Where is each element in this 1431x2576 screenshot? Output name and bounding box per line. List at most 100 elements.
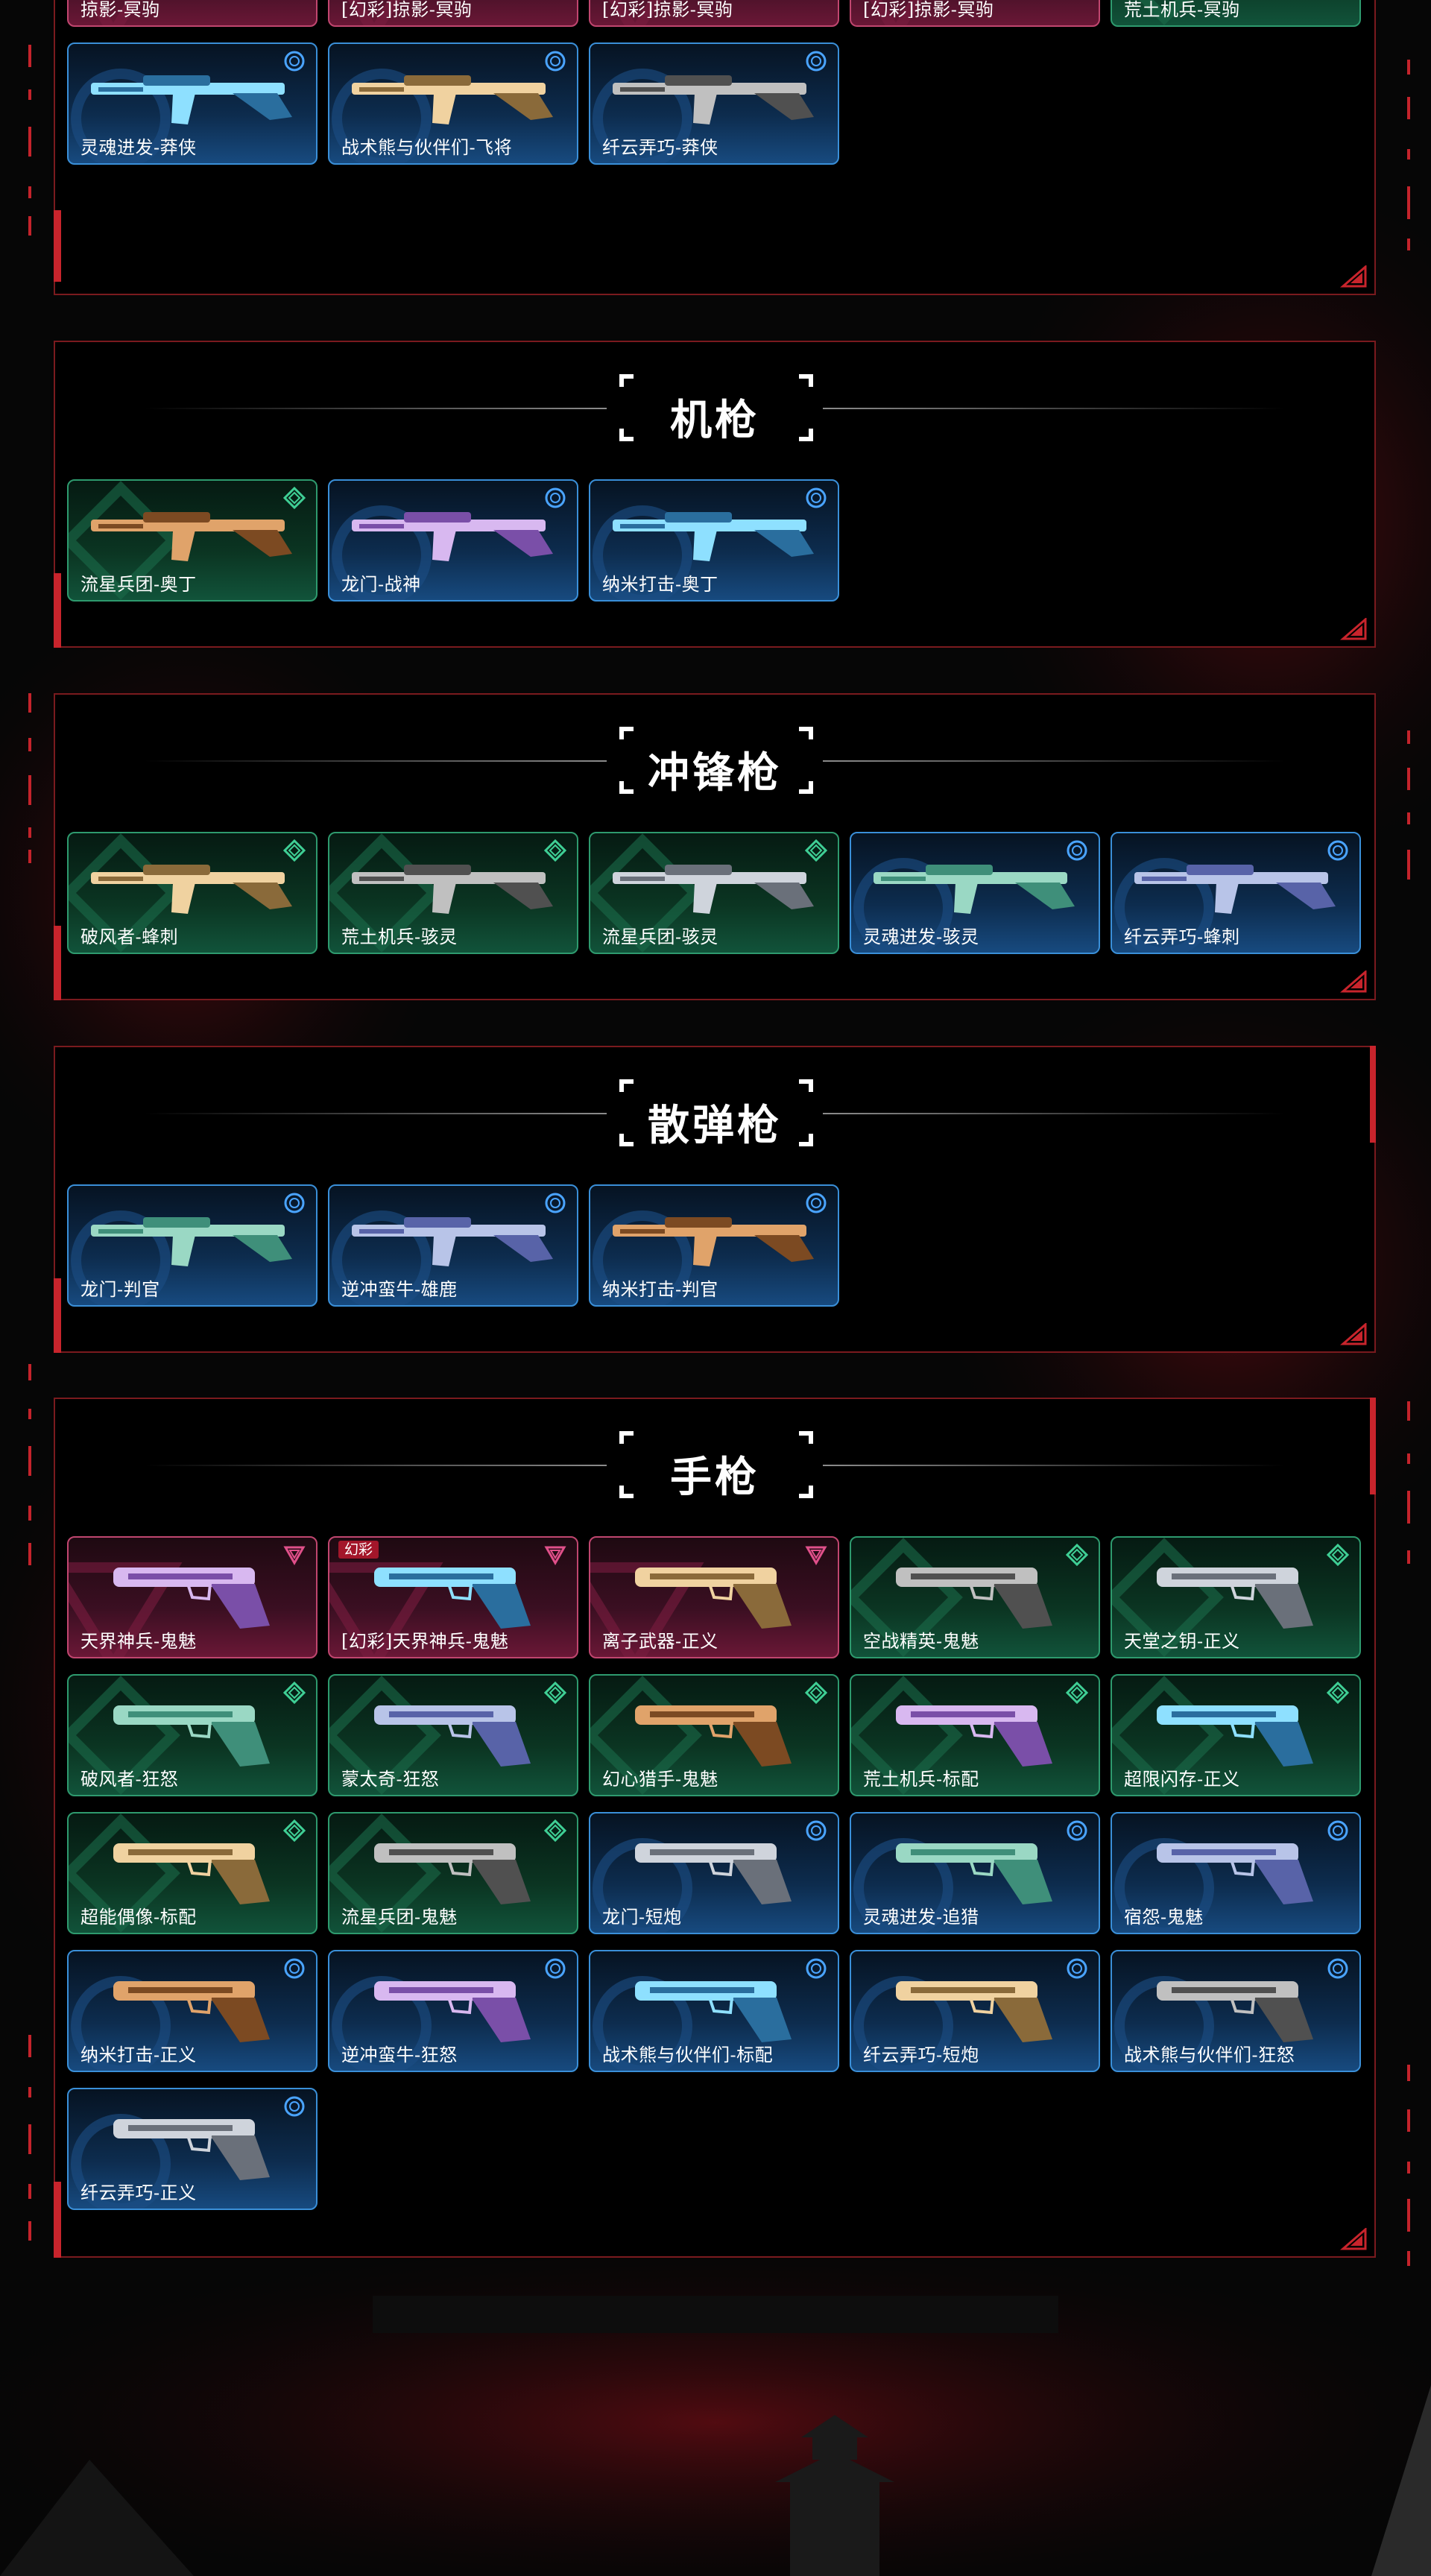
weapon-image	[605, 1689, 829, 1774]
weapon-name: 灵魂进发-追猎	[863, 1907, 979, 1928]
weapon-image	[866, 1827, 1090, 1912]
weapon-card[interactable]: 流星兵团-鬼魅	[328, 1812, 578, 1934]
weapon-card[interactable]: 荒土机兵-骇灵	[328, 832, 578, 954]
diamond-tier-icon	[1065, 1681, 1089, 1705]
weapon-image	[1127, 847, 1351, 932]
weapon-image	[83, 1199, 307, 1284]
diamond-tier-icon	[804, 839, 828, 862]
weapon-card[interactable]: 荒土机兵-冥驹	[1111, 0, 1361, 27]
corner-ornament	[1340, 265, 1367, 288]
weapon-card[interactable]: 龙门-战神	[328, 479, 578, 602]
circle-tier-icon	[544, 1192, 566, 1214]
weapon-card[interactable]: 逆冲蛮牛-狂怒	[328, 1950, 578, 2072]
weapon-card[interactable]: 幻彩[幻彩]掠影-冥驹	[850, 0, 1100, 27]
weapon-card[interactable]: 逆冲蛮牛-雄鹿	[328, 1184, 578, 1307]
machine-gun-section: 机枪 流星兵团-奥丁龙门-战神纳米打击-奥丁	[54, 341, 1376, 648]
weapon-image	[83, 1689, 307, 1774]
weapon-card[interactable]: 龙门-短炮	[589, 1812, 839, 1934]
weapon-card[interactable]: 龙门-判官	[67, 1184, 318, 1307]
circle-tier-icon	[805, 1819, 827, 1842]
weapon-card[interactable]: 掠影-冥驹	[67, 0, 318, 27]
weapon-card[interactable]: 纤云弄巧-短炮	[850, 1950, 1100, 2072]
circle-tier-icon	[1327, 839, 1349, 862]
weapon-card[interactable]: 纤云弄巧-正义	[67, 2088, 318, 2210]
weapon-image	[1127, 1689, 1351, 1774]
diamond-tier-icon	[282, 486, 306, 510]
weapon-card[interactable]: 流星兵团-骇灵	[589, 832, 839, 954]
weapon-image	[866, 847, 1090, 932]
weapon-card[interactable]: 纳米打击-奥丁	[589, 479, 839, 602]
triangle-tier-icon	[544, 1544, 566, 1566]
left-deco-strip-top	[27, 45, 33, 239]
weapon-name: 天堂之钥-正义	[1124, 1631, 1240, 1652]
weapon-image	[1127, 1827, 1351, 1912]
corner-ornament	[1340, 1323, 1367, 1345]
circle-tier-icon	[544, 487, 566, 509]
weapon-image	[83, 494, 307, 579]
weapon-card[interactable]: 破风者-蜂刺	[67, 832, 318, 954]
weapon-image	[1127, 1551, 1351, 1636]
right-deco-strip-low	[1406, 1401, 1412, 1595]
weapon-name: 龙门-战神	[341, 574, 421, 595]
weapon-card[interactable]: 超能偶像-标配	[67, 1812, 318, 1934]
weapon-name: [幻彩]掠影-冥驹	[341, 0, 473, 20]
tier-background-emblem	[69, 44, 316, 163]
weapon-card[interactable]: 幻彩[幻彩]掠影-冥驹	[589, 0, 839, 27]
weapon-card[interactable]: 战术熊与伙伴们-标配	[589, 1950, 839, 2072]
circle-tier-icon	[1327, 1819, 1349, 1842]
weapon-card[interactable]: 天界神兵-鬼魅	[67, 1536, 318, 1658]
pistol-section: 手枪 天界神兵-鬼魅幻彩[幻彩]天界神兵-鬼魅离子武器-正义空战精英-鬼魅天堂之…	[54, 1398, 1376, 2258]
weapon-card[interactable]: 灵魂进发-骇灵	[850, 832, 1100, 954]
circle-tier-icon	[283, 50, 306, 72]
tier-background-emblem	[590, 481, 838, 600]
weapon-name: 流星兵团-鬼魅	[341, 1907, 458, 1928]
weapon-card[interactable]: 灵魂进发-追猎	[850, 1812, 1100, 1934]
diamond-tier-icon	[543, 1819, 567, 1843]
weapon-card[interactable]: 流星兵团-奥丁	[67, 479, 318, 602]
bracket-frame-icon	[619, 727, 813, 794]
weapon-name: 灵魂进发-莽侠	[80, 137, 197, 158]
tier-background-emblem	[590, 1186, 838, 1305]
weapon-name: 荒土机兵-骇灵	[341, 926, 458, 947]
weapon-image	[344, 1689, 568, 1774]
weapon-name: 天界神兵-鬼魅	[80, 1631, 197, 1652]
weapon-card[interactable]: 幻心猎手-鬼魅	[589, 1674, 839, 1796]
weapon-card[interactable]: 空战精英-鬼魅	[850, 1536, 1100, 1658]
circle-tier-icon	[1066, 1819, 1088, 1842]
weapon-card[interactable]: 纳米打击-判官	[589, 1184, 839, 1307]
diamond-tier-icon	[543, 839, 567, 862]
weapon-card[interactable]: 战术熊与伙伴们-狂怒	[1111, 1950, 1361, 2072]
weapon-card[interactable]: 灵魂进发-莽侠	[67, 42, 318, 165]
weapon-name: 掠影-冥驹	[80, 0, 160, 20]
weapon-card[interactable]: 幻彩[幻彩]掠影-冥驹	[328, 0, 578, 27]
weapon-name: 纳米打击-正义	[80, 2045, 197, 2065]
weapon-card[interactable]: 战术熊与伙伴们-飞将	[328, 42, 578, 165]
circle-tier-icon	[805, 50, 827, 72]
weapon-name: 战术熊与伙伴们-飞将	[341, 137, 513, 158]
diamond-tier-icon	[1065, 1543, 1089, 1567]
weapon-card[interactable]: 超限闪存-正义	[1111, 1674, 1361, 1796]
weapon-card[interactable]: 破风者-狂怒	[67, 1674, 318, 1796]
tier-background-emblem	[329, 481, 577, 600]
weapon-card[interactable]: 幻彩[幻彩]天界神兵-鬼魅	[328, 1536, 578, 1658]
sniper-section: 掠影-冥驹幻彩[幻彩]掠影-冥驹幻彩[幻彩]掠影-冥驹幻彩[幻彩]掠影-冥驹荒土…	[54, 0, 1376, 295]
weapon-card[interactable]: 天堂之钥-正义	[1111, 1536, 1361, 1658]
weapon-name: 破风者-蜂刺	[80, 926, 179, 947]
weapon-card[interactable]: 离子武器-正义	[589, 1536, 839, 1658]
tier-background-emblem	[69, 1186, 316, 1305]
left-deco-strip-low	[27, 1364, 33, 1573]
weapon-card[interactable]: 纤云弄巧-莽侠	[589, 42, 839, 165]
weapon-name: 战术熊与伙伴们-狂怒	[1124, 2045, 1295, 2065]
weapon-card[interactable]: 蒙太奇-狂怒	[328, 1674, 578, 1796]
circle-tier-icon	[1066, 839, 1088, 862]
right-deco-strip-mid	[1406, 730, 1412, 894]
circle-tier-icon	[283, 1957, 306, 1980]
weapon-card[interactable]: 宿怨-鬼魅	[1111, 1812, 1361, 1934]
weapon-card[interactable]: 纤云弄巧-蜂刺	[1111, 832, 1361, 954]
weapon-card[interactable]: 荒土机兵-标配	[850, 1674, 1100, 1796]
variant-tag: 幻彩	[338, 1541, 379, 1559]
tier-background-emblem	[590, 44, 838, 163]
weapon-card[interactable]: 纳米打击-正义	[67, 1950, 318, 2072]
weapon-image	[83, 1551, 307, 1636]
section-title: 散弹枪	[648, 1102, 782, 1150]
